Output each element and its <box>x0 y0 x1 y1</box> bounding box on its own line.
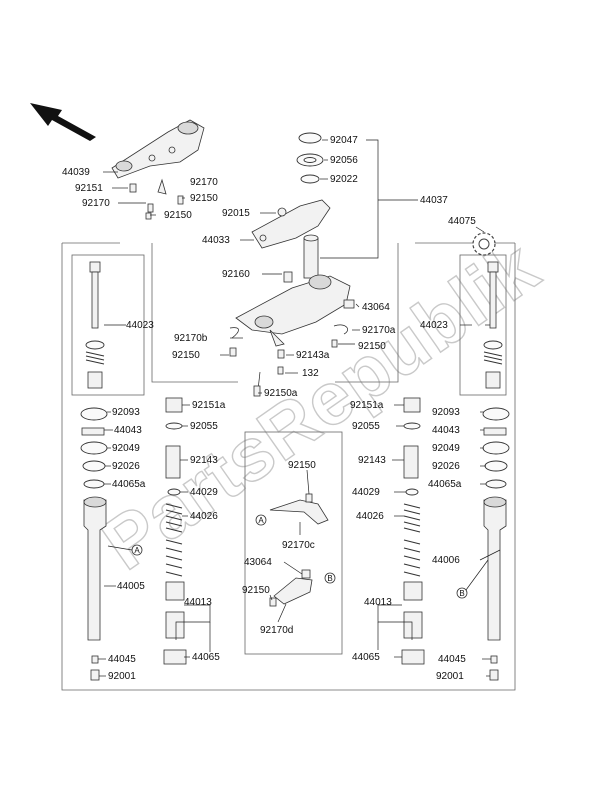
label-44023: 44023 <box>420 320 448 331</box>
left-seal-stack <box>80 407 108 489</box>
label-44026: 44026 <box>190 511 218 522</box>
label-44043: 44043 <box>432 425 460 436</box>
label-44065a: 44065a <box>428 479 462 490</box>
label-92026: 92026 <box>112 461 140 472</box>
label-44026: 44026 <box>356 511 384 522</box>
label-44043: 44043 <box>114 425 142 436</box>
left-outer-tube <box>83 496 107 681</box>
label-92150: 92150 <box>288 460 316 471</box>
label-92026: 92026 <box>432 461 460 472</box>
label-92170d: 92170d <box>260 625 293 636</box>
label-44045: 44045 <box>108 654 136 665</box>
label-92170b: 92170b <box>174 333 208 344</box>
label-43064: 43064 <box>362 302 390 313</box>
label-44065: 44065 <box>192 652 220 663</box>
label-92015: 92015 <box>222 208 250 219</box>
label-92001: 92001 <box>436 671 464 682</box>
leader-lines <box>98 139 501 677</box>
upper-seals <box>296 132 324 184</box>
svg-text:B: B <box>459 589 464 598</box>
center-brackets <box>269 493 329 607</box>
callout-b-right: B <box>456 587 468 599</box>
label-43064: 43064 <box>244 557 272 568</box>
label-92160: 92160 <box>222 269 250 280</box>
front-direction-arrow-icon <box>30 103 96 141</box>
label-92049: 92049 <box>432 443 460 454</box>
label-92150: 92150 <box>190 193 218 204</box>
label-92049: 92049 <box>112 443 140 454</box>
right-seal-stack <box>482 407 510 489</box>
label-92143a: 92143a <box>296 350 330 361</box>
label-92093: 92093 <box>432 407 460 418</box>
label-92150: 92150 <box>164 210 192 221</box>
label-92001: 92001 <box>108 671 136 682</box>
callout-a-left: A <box>131 544 143 556</box>
label-92143: 92143 <box>358 455 386 466</box>
label-92151: 92151 <box>75 183 103 194</box>
label-92170a: 92170a <box>362 325 396 336</box>
label-44033: 44033 <box>202 235 230 246</box>
label-92151a: 92151a <box>350 400 384 411</box>
svg-text:A: A <box>258 516 264 525</box>
label-132: 132 <box>302 368 319 379</box>
assembly-frames <box>61 242 516 691</box>
label-44005: 44005 <box>117 581 145 592</box>
svg-text:B: B <box>327 574 332 583</box>
label-92150: 92150 <box>358 341 386 352</box>
left-cartridge <box>85 261 105 389</box>
label-92093: 92093 <box>112 407 140 418</box>
label-44013: 44013 <box>184 597 212 608</box>
part-labels: 44039 92151 92170 92170 92150 92150 9204… <box>62 135 476 682</box>
label-44045: 44045 <box>438 654 466 665</box>
handlebar-holder <box>111 119 205 220</box>
label-92143: 92143 <box>190 455 218 466</box>
label-92047: 92047 <box>330 135 358 146</box>
label-44065a: 44065a <box>112 479 146 490</box>
reflector-icon <box>472 232 496 256</box>
callout-a-center: A <box>255 514 267 526</box>
label-92150a: 92150a <box>264 388 298 399</box>
right-cartridge <box>483 261 503 389</box>
label-92055: 92055 <box>352 421 380 432</box>
top-bracket <box>251 199 331 249</box>
label-92150: 92150 <box>242 585 270 596</box>
label-44065: 44065 <box>352 652 380 663</box>
left-inner-parts <box>163 397 187 665</box>
label-44013: 44013 <box>364 597 392 608</box>
label-92022: 92022 <box>330 174 358 185</box>
label-44039: 44039 <box>62 167 90 178</box>
label-44029: 44029 <box>190 487 218 498</box>
label-92056: 92056 <box>330 155 358 166</box>
label-92170c: 92170c <box>282 540 315 551</box>
callout-b-center: B <box>324 572 336 584</box>
label-44075: 44075 <box>448 216 476 227</box>
steering-stem <box>229 234 355 397</box>
label-44037: 44037 <box>420 195 448 206</box>
label-92055: 92055 <box>190 421 218 432</box>
label-92151a: 92151a <box>192 400 226 411</box>
svg-text:A: A <box>134 546 140 555</box>
label-44006: 44006 <box>432 555 460 566</box>
right-outer-tube <box>483 496 507 681</box>
label-44029: 44029 <box>352 487 380 498</box>
right-inner-parts <box>401 397 425 665</box>
label-92170: 92170 <box>82 198 110 209</box>
label-92170: 92170 <box>190 177 218 188</box>
label-92150: 92150 <box>172 350 200 361</box>
label-44023: 44023 <box>126 320 154 331</box>
